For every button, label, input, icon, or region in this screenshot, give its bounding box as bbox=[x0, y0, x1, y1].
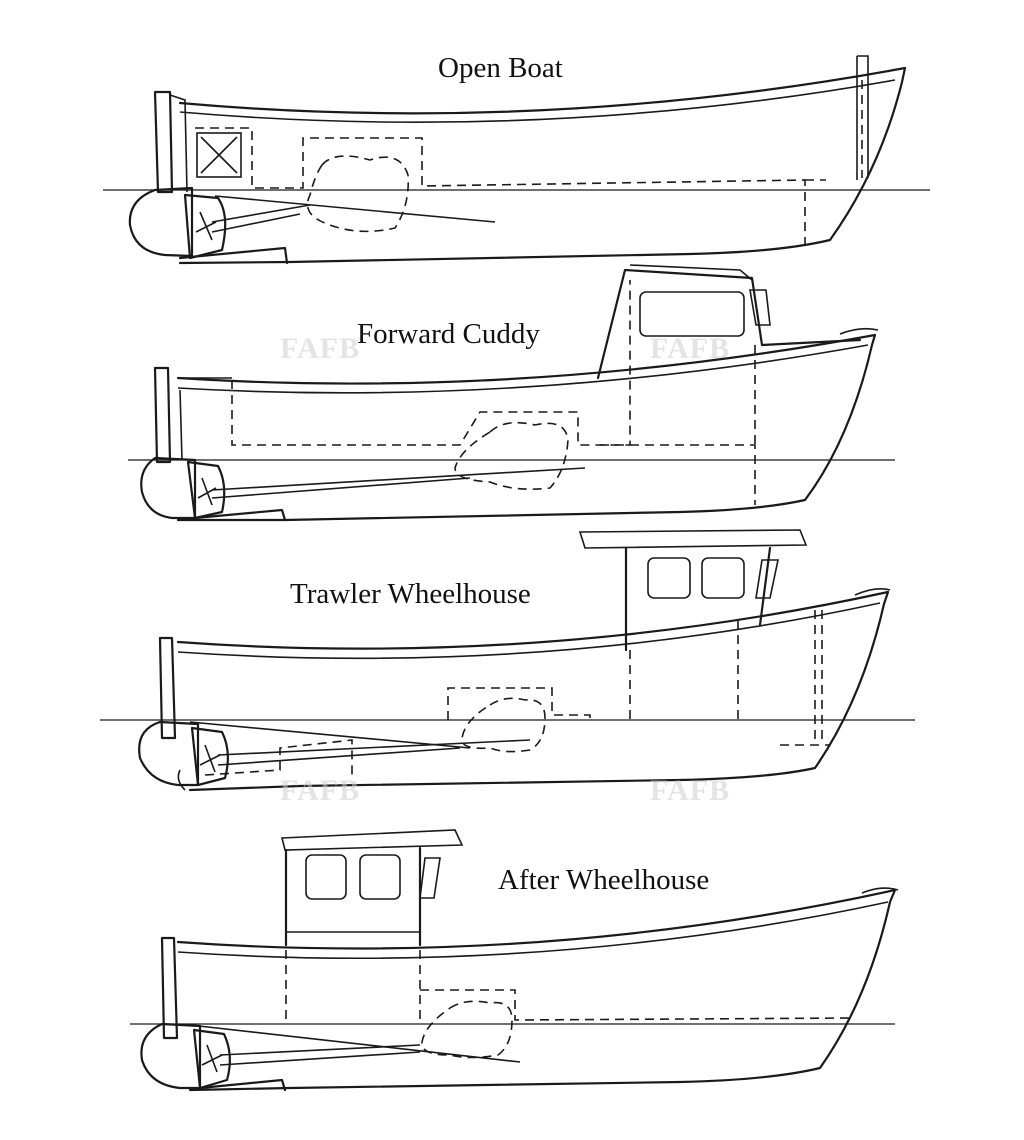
wheelhouse-side-window bbox=[419, 857, 441, 899]
wheelhouse-window-1 bbox=[305, 854, 347, 900]
wheelhouse-sides bbox=[624, 546, 772, 652]
hull-outline bbox=[178, 66, 907, 265]
prop-shaft bbox=[211, 204, 311, 233]
propeller bbox=[201, 1044, 223, 1073]
trawler-wheelhouse-drawing bbox=[100, 529, 915, 792]
wheelhouse-window-1 bbox=[647, 557, 691, 599]
sheer-rail bbox=[177, 901, 889, 960]
cabin-roof bbox=[629, 264, 753, 281]
cuddy-window bbox=[639, 291, 745, 337]
bow-fitting bbox=[861, 887, 899, 894]
rudder-stock bbox=[153, 90, 174, 194]
engine-outline bbox=[454, 421, 569, 490]
label-forward-cuddy: Forward Cuddy bbox=[357, 318, 540, 350]
rudder-blade bbox=[128, 186, 194, 258]
propeller-aperture bbox=[183, 193, 227, 260]
skeg bbox=[178, 246, 289, 265]
interior-outline bbox=[195, 127, 806, 248]
wheelhouse-roof bbox=[280, 829, 464, 851]
transom bbox=[169, 94, 188, 193]
bow-fitting bbox=[839, 327, 879, 335]
rudder-blade bbox=[140, 456, 197, 520]
deck-line bbox=[600, 444, 756, 505]
shaft-line bbox=[189, 1024, 521, 1063]
wheelhouse-bulkheads bbox=[629, 620, 739, 722]
engine-room-outline bbox=[420, 989, 856, 1021]
engine-outline bbox=[421, 1000, 513, 1059]
tank-outline bbox=[204, 739, 353, 778]
propeller bbox=[195, 211, 217, 241]
watermark-2: FAFB bbox=[650, 332, 731, 365]
watermark-1: FAFB bbox=[280, 332, 361, 365]
propeller bbox=[199, 744, 221, 773]
wheelhouse-roof bbox=[578, 529, 808, 549]
engine-room-outline bbox=[447, 687, 591, 722]
sheer-rail bbox=[177, 602, 881, 660]
open-boat-drawing bbox=[103, 55, 930, 265]
label-open-boat: Open Boat bbox=[438, 52, 563, 84]
prop-shaft bbox=[211, 467, 586, 499]
watermark-4: FAFB bbox=[650, 774, 731, 807]
skeg bbox=[193, 508, 287, 522]
propeller-aperture bbox=[190, 726, 229, 787]
wheelhouse-window-2 bbox=[701, 557, 745, 599]
sheer-rail bbox=[177, 344, 869, 394]
engine-outline bbox=[461, 697, 546, 753]
propeller-aperture bbox=[192, 1028, 231, 1090]
cuddy-cabin bbox=[596, 268, 862, 380]
prop-shaft bbox=[217, 739, 531, 766]
shaft-line bbox=[214, 195, 496, 223]
forward-bulkhead bbox=[780, 610, 830, 746]
shaft-line bbox=[189, 721, 471, 749]
hatch-cross bbox=[200, 136, 238, 174]
hull-outline bbox=[176, 333, 877, 522]
rudder-blade bbox=[138, 720, 200, 787]
after-wheelhouse-drawing bbox=[130, 829, 899, 1092]
wheelhouse-side-window bbox=[755, 559, 779, 599]
rudder-stock bbox=[160, 936, 179, 1040]
hatch bbox=[196, 132, 242, 178]
stem-post bbox=[856, 55, 869, 180]
cuddy-side-window bbox=[749, 289, 771, 326]
interior-outline bbox=[231, 280, 631, 446]
propeller bbox=[197, 477, 217, 506]
skeg bbox=[198, 1078, 287, 1092]
wheelhouse-window-2 bbox=[359, 854, 401, 900]
transom bbox=[178, 377, 232, 461]
rudder-stock bbox=[158, 636, 177, 740]
bow-fitting bbox=[854, 588, 891, 596]
forward-cuddy-drawing bbox=[128, 264, 895, 522]
rudder-stock bbox=[153, 366, 172, 464]
skeg bbox=[177, 769, 186, 791]
wheelhouse-bulkheads bbox=[285, 950, 421, 1022]
hull-outline bbox=[176, 888, 897, 1092]
sheer-rail bbox=[179, 79, 896, 124]
watermark-3: FAFB bbox=[280, 774, 361, 807]
hull-outline bbox=[176, 590, 890, 792]
rudder-blade bbox=[140, 1022, 202, 1090]
engine-outline bbox=[306, 155, 410, 233]
label-trawler-wheelhouse: Trawler Wheelhouse bbox=[290, 578, 531, 610]
label-after-wheelhouse: After Wheelhouse bbox=[498, 864, 710, 896]
